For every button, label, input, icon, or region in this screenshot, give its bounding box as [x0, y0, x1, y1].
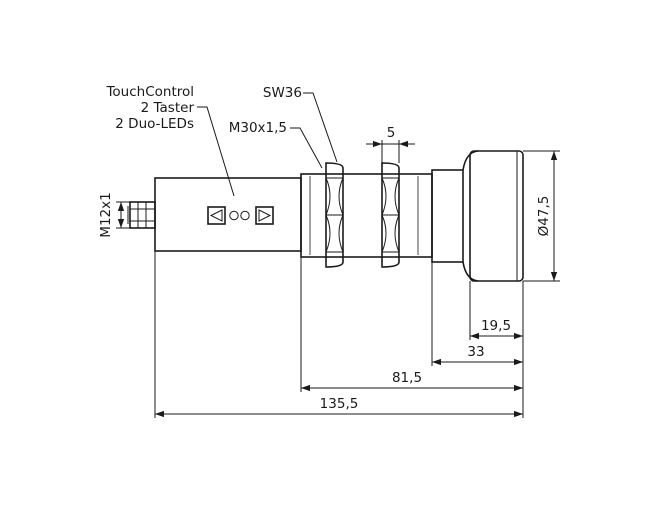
leader-lines — [197, 92, 338, 197]
right-triangle-button-icon — [255, 206, 274, 225]
head-plus-neck-value: 33 — [467, 344, 484, 360]
threaded-section — [300, 173, 433, 258]
touchcontrol-label: TouchControl — [105, 84, 194, 100]
hex-nut-2 — [381, 162, 400, 268]
leds-label: 2 Duo-LEDs — [115, 116, 194, 132]
buttons-label: 2 Taster — [141, 100, 195, 116]
extension-lines — [116, 140, 560, 418]
connector-thread-label: M12x1 — [98, 192, 114, 237]
led-icon — [240, 210, 250, 221]
touchcontrol-panel — [207, 206, 274, 225]
callout-labels: TouchControl 2 Taster 2 Duo-LEDs SW36 M3… — [98, 84, 302, 238]
wrench-size-label: SW36 — [263, 85, 302, 101]
overall-length-value: 135,5 — [320, 396, 359, 412]
threaded-to-end-value: 81,5 — [392, 370, 422, 386]
thread-label: M30x1,5 — [229, 120, 287, 136]
nut-width-value: 5 — [387, 125, 396, 141]
hex-nut-1 — [325, 162, 344, 268]
dimension-values: 5 Ø47,5 19,5 33 81,5 135,5 — [320, 125, 552, 412]
dimension-lines — [117, 140, 558, 418]
neck-section — [431, 150, 479, 282]
head-diameter-value: Ø47,5 — [536, 196, 552, 237]
sensor-head — [469, 150, 524, 282]
m12-connector — [127, 201, 156, 229]
left-triangle-button-icon — [207, 206, 226, 225]
head-length-value: 19,5 — [481, 318, 511, 334]
led-icon — [229, 210, 239, 221]
sensor-body — [154, 177, 302, 252]
